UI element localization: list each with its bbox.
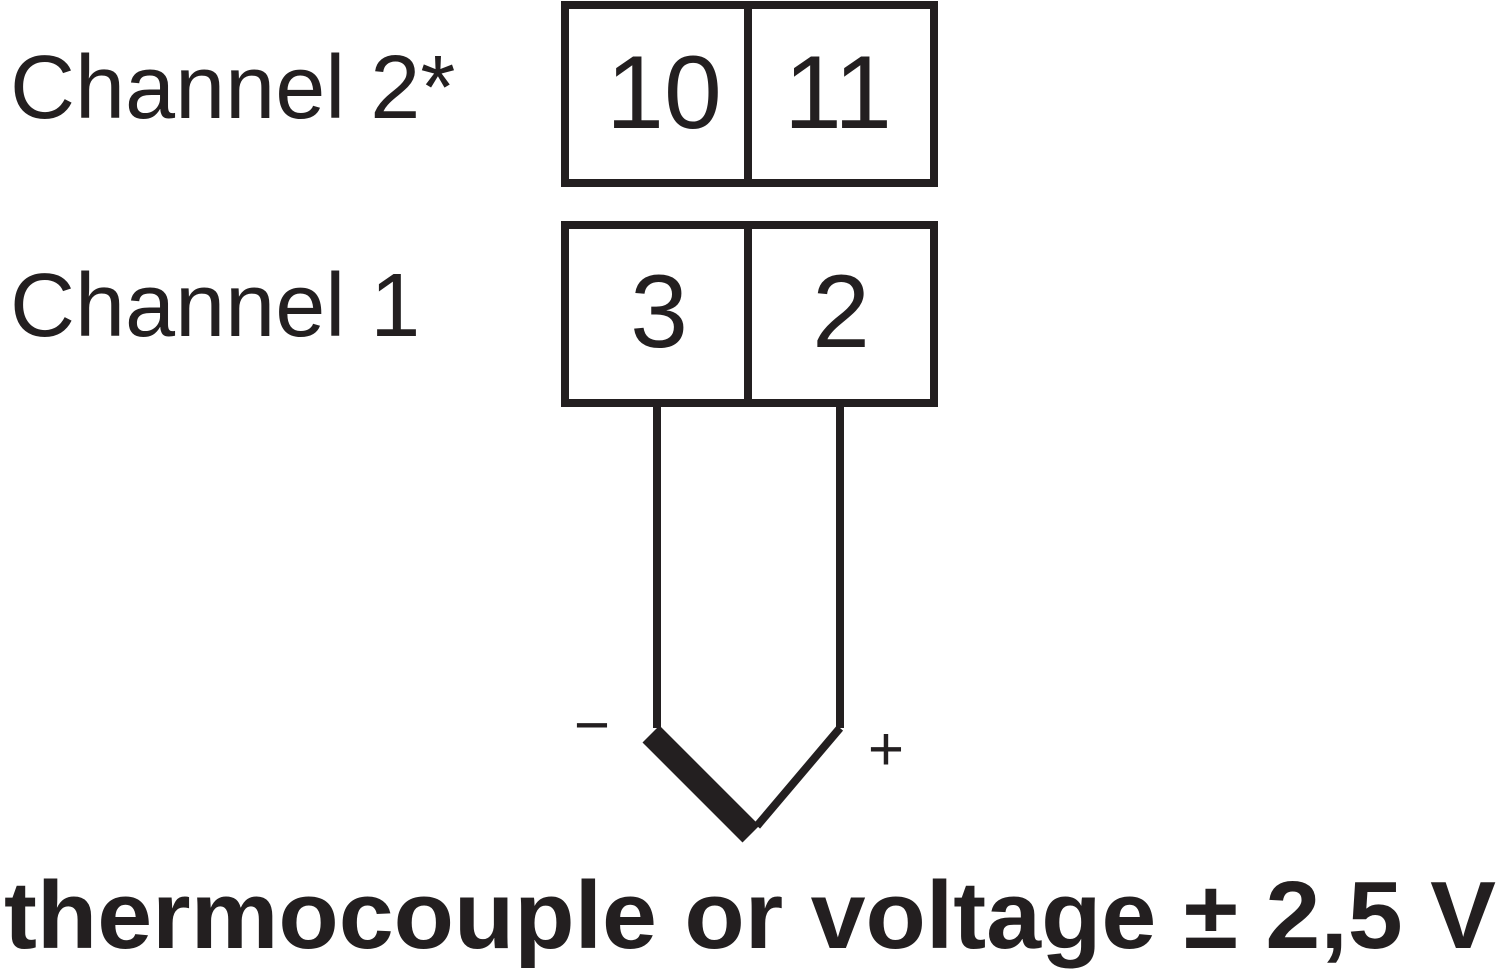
channel-1-label: Channel 1 bbox=[10, 256, 420, 356]
terminal-2: 2 bbox=[812, 254, 870, 370]
diagram-caption: thermocouple or voltage ± 2,5 V bbox=[4, 862, 1496, 969]
negative-sign: − bbox=[574, 691, 610, 760]
positive-junction-leg bbox=[753, 725, 844, 829]
channel-2-group: Channel 2* 10 11 bbox=[10, 1, 938, 187]
positive-sign: + bbox=[868, 715, 904, 784]
terminal-3: 3 bbox=[630, 254, 688, 370]
thermocouple-symbol bbox=[642, 407, 844, 843]
negative-junction-leg bbox=[642, 725, 760, 843]
channel-1-group: Channel 1 3 2 bbox=[10, 221, 938, 407]
terminal-10: 10 bbox=[606, 35, 722, 151]
channel-2-label: Channel 2* bbox=[10, 38, 455, 138]
terminal-11: 11 bbox=[784, 35, 892, 151]
